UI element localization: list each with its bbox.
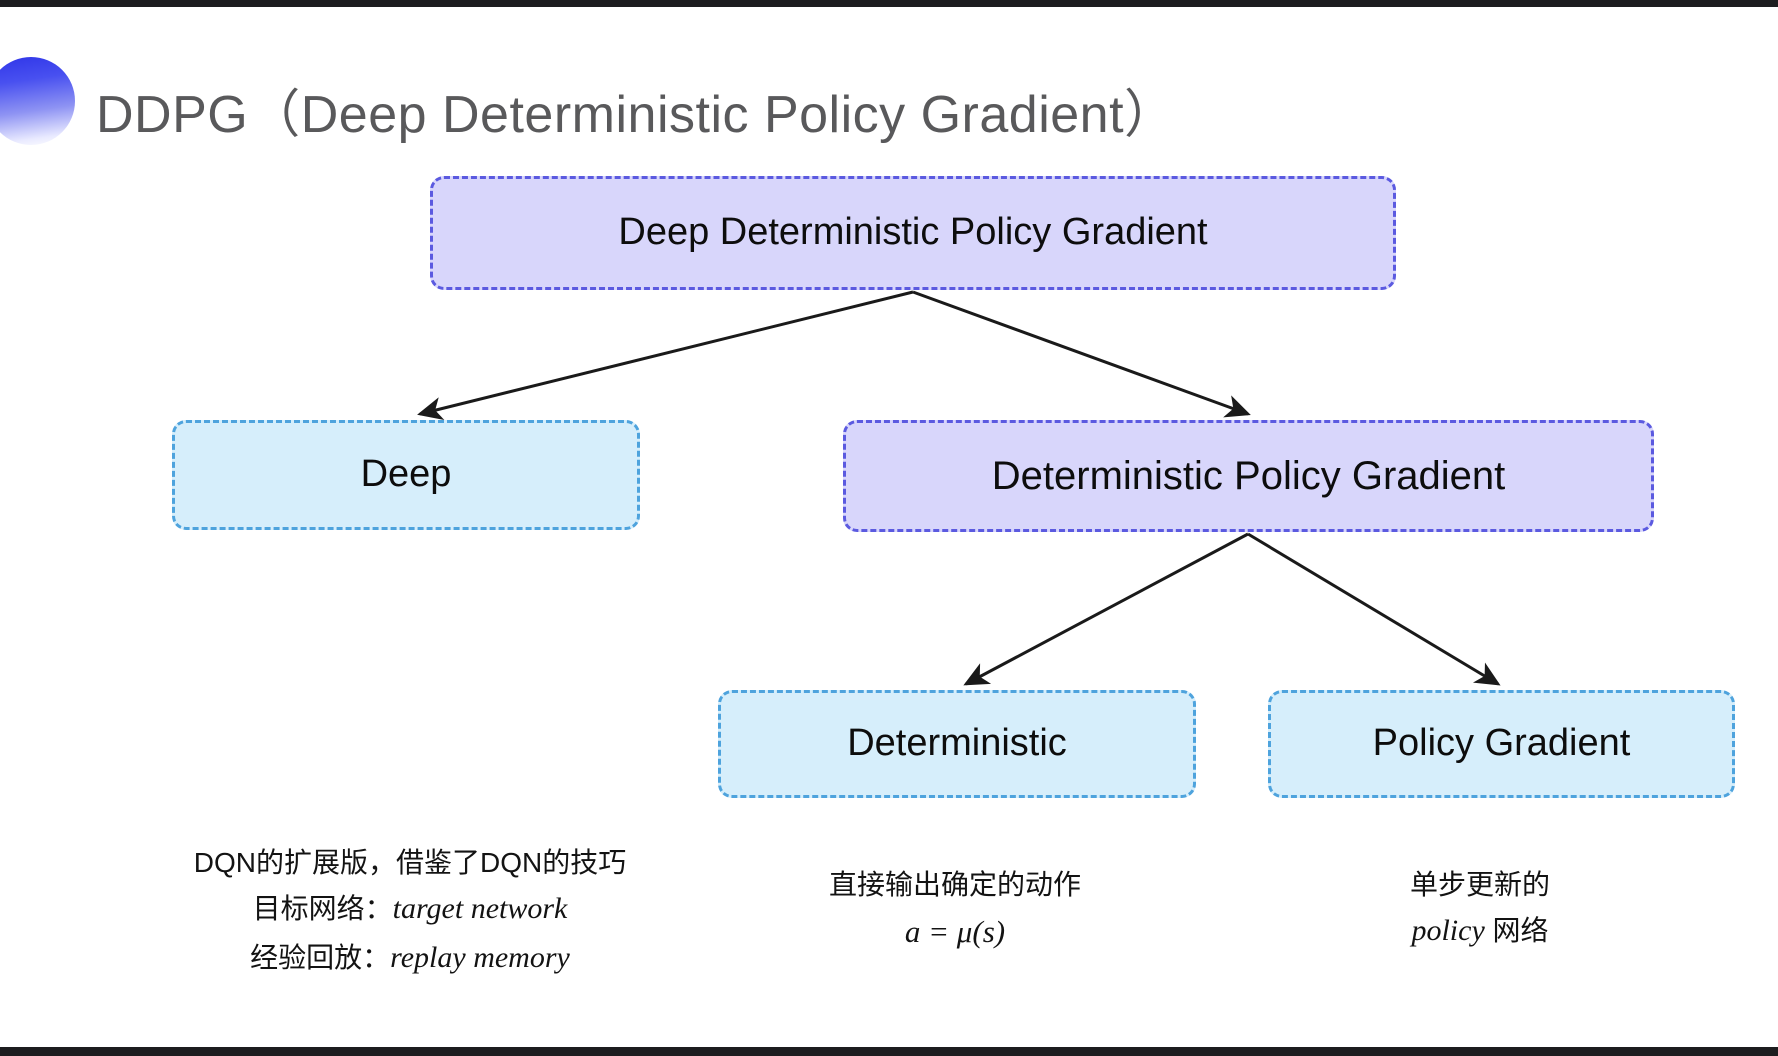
annotation-deep: DQN的扩展版，借鉴了DQN的技巧 目标网络：target network 经验…	[150, 840, 670, 983]
frame-edge-top	[0, 0, 1778, 7]
annotation-deep-line2-term: target network	[392, 892, 568, 926]
annotation-deep-line2: 目标网络：target network	[150, 885, 670, 934]
diagram-node-deterministic[interactable]: Deterministic	[718, 690, 1196, 798]
page-title: DDPG（Deep Deterministic Policy Gradient）	[96, 86, 1177, 144]
annotation-policy-gradient-suffix: 网络	[1484, 915, 1549, 947]
frame-edge-bottom	[0, 1047, 1778, 1056]
annotation-deterministic-line1: 直接输出确定的动作	[828, 869, 1081, 900]
annotation-deep-line3-term: replay memory	[390, 940, 570, 974]
annotation-deep-line3-label: 经验回放：	[250, 941, 391, 973]
annotation-deep-line3: 经验回放：replay memory	[150, 934, 670, 983]
annotation-deep-line1: DQN的扩展版，借鉴了DQN的技巧	[193, 847, 627, 878]
annotation-policy-gradient: 单步更新的 policy 网络	[1330, 862, 1630, 956]
diagram-node-root[interactable]: Deep Deterministic Policy Gradient	[430, 176, 1396, 290]
gradient-half-circle-icon	[0, 57, 75, 145]
annotation-deterministic-formula: a = μ(s)	[904, 914, 1006, 950]
diagram-node-deterministic-policy-gradient[interactable]: Deterministic Policy Gradient	[843, 420, 1654, 532]
annotation-deep-line2-label: 目标网络：	[252, 893, 393, 925]
annotation-policy-gradient-term: policy	[1411, 914, 1485, 948]
diagram-node-deep[interactable]: Deep	[172, 420, 640, 530]
annotation-deterministic: 直接输出确定的动作 a = μ(s)	[790, 862, 1120, 958]
annotation-policy-gradient-line1: 单步更新的	[1409, 869, 1550, 900]
diagram-node-policy-gradient[interactable]: Policy Gradient	[1268, 690, 1735, 798]
annotation-policy-gradient-line2: policy 网络	[1330, 907, 1630, 956]
